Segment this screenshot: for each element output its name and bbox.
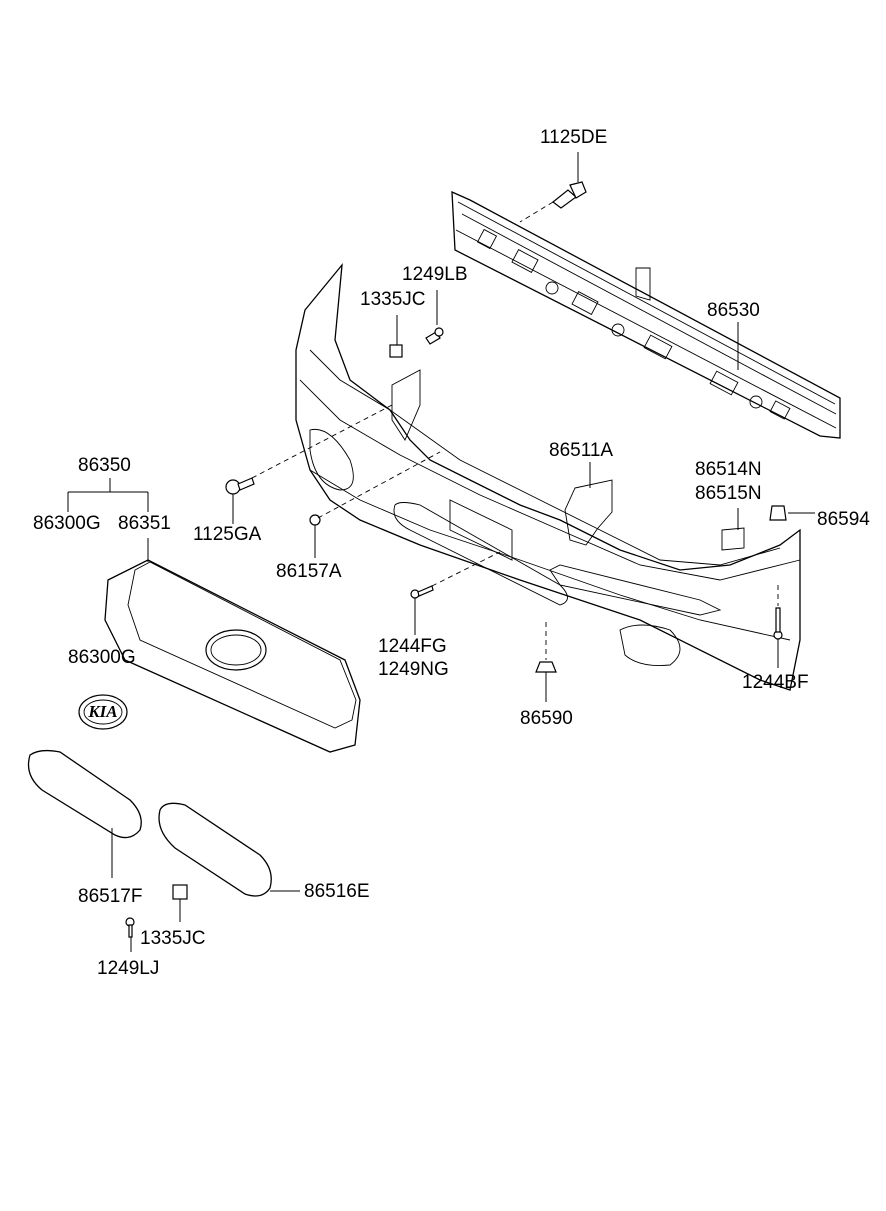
part-labels: 1125DE 1249LB 1335JC 86530 86511A 86514N… [33,127,870,979]
label-86300G-grille: 86300G [33,513,101,534]
label-86590: 86590 [520,708,573,729]
label-1125GA: 1125GA [193,524,262,545]
label-86594: 86594 [817,509,870,530]
front-bumper-cover [295,262,801,691]
label-86515N: 86515N [695,483,762,504]
label-86157A: 86157A [276,561,342,582]
radiator-grille [104,559,361,753]
bolt-1125DE [552,181,587,209]
clip-86157A [309,514,321,526]
bumper-beam-86530 [451,190,841,439]
emblem-86300G: KIA [78,694,128,730]
label-1335JC-top: 1335JC [360,289,426,310]
label-1244FG: 1244FG [378,636,447,657]
screw-1244FG [410,585,434,599]
screw-1249LJ [125,917,135,938]
clip-1335JC-top [389,344,403,358]
fog-cover-left-86517F [27,749,142,839]
leader-lines [67,152,815,952]
label-86516E: 86516E [304,881,370,902]
label-1244BF: 1244BF [742,672,809,693]
clip-86590 [535,661,557,673]
label-1125DE: 1125DE [540,127,607,148]
label-1335JC-bottom: 1335JC [140,928,206,949]
label-1249LJ: 1249LJ [97,958,159,979]
nut-86594 [769,505,787,521]
label-86351: 86351 [118,513,171,534]
label-1249NG: 1249NG [378,659,449,680]
bolt-1249LB [425,327,444,345]
label-86350: 86350 [78,455,131,476]
clip-1335JC-bottom [172,884,188,900]
bolt-1125GA [225,477,255,495]
label-1249LB: 1249LB [402,264,468,285]
screw-1244BF [773,607,783,640]
emblem-logo-text: KIA [87,702,117,721]
label-86511A: 86511A [549,440,613,461]
label-86517F: 86517F [78,886,142,907]
label-86514N: 86514N [695,459,762,480]
label-86530: 86530 [707,300,760,321]
fog-cover-right-86516E [158,802,272,897]
label-86300G-emblem: 86300G [68,647,136,668]
